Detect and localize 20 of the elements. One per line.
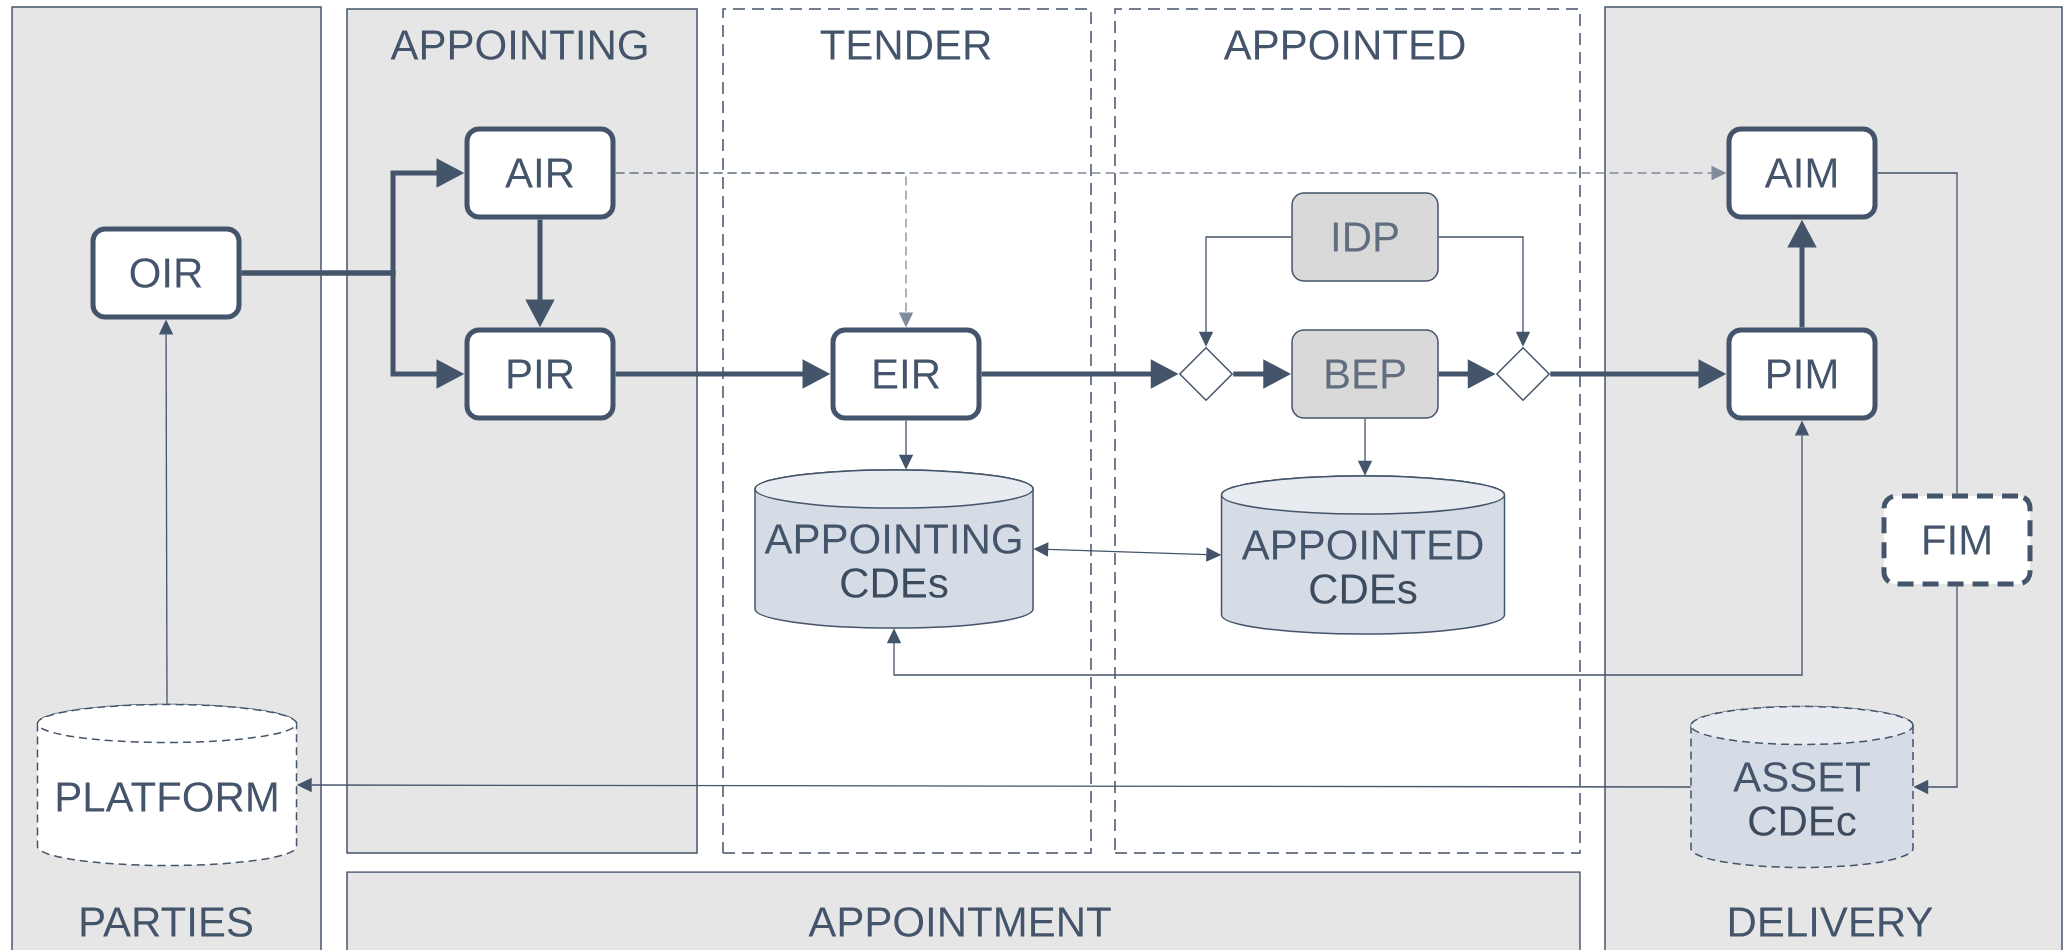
database-cylinder: PLATFORM: [36, 703, 298, 867]
process-box: AIR: [464, 126, 616, 220]
lane-title: APPOINTED: [1223, 30, 1465, 60]
lane-title: DELIVERY: [1729, 907, 1933, 937]
process-box: AIM: [1726, 126, 1878, 220]
process-box: PIR: [464, 327, 616, 421]
process-box: FIM: [1881, 493, 2033, 587]
database-cylinder: APPOINTING CDEs: [754, 469, 1034, 629]
lane-title: TENDER: [820, 30, 991, 60]
lane-title: APPOINTMENT: [808, 907, 1111, 937]
lane-title: APPOINTING: [390, 30, 647, 60]
connector-line: [1876, 172, 1958, 495]
process-box: PIM: [1726, 327, 1878, 421]
database-cylinder: ASSET CDEc: [1690, 705, 1914, 869]
process-box: OIR: [90, 226, 242, 320]
database-cylinder: APPOINTED CDEs: [1220, 475, 1506, 635]
lane-title: PARTIES: [81, 907, 252, 937]
process-box: BEP: [1291, 329, 1439, 419]
process-box: EIR: [830, 327, 982, 421]
process-box: IDP: [1291, 192, 1439, 282]
